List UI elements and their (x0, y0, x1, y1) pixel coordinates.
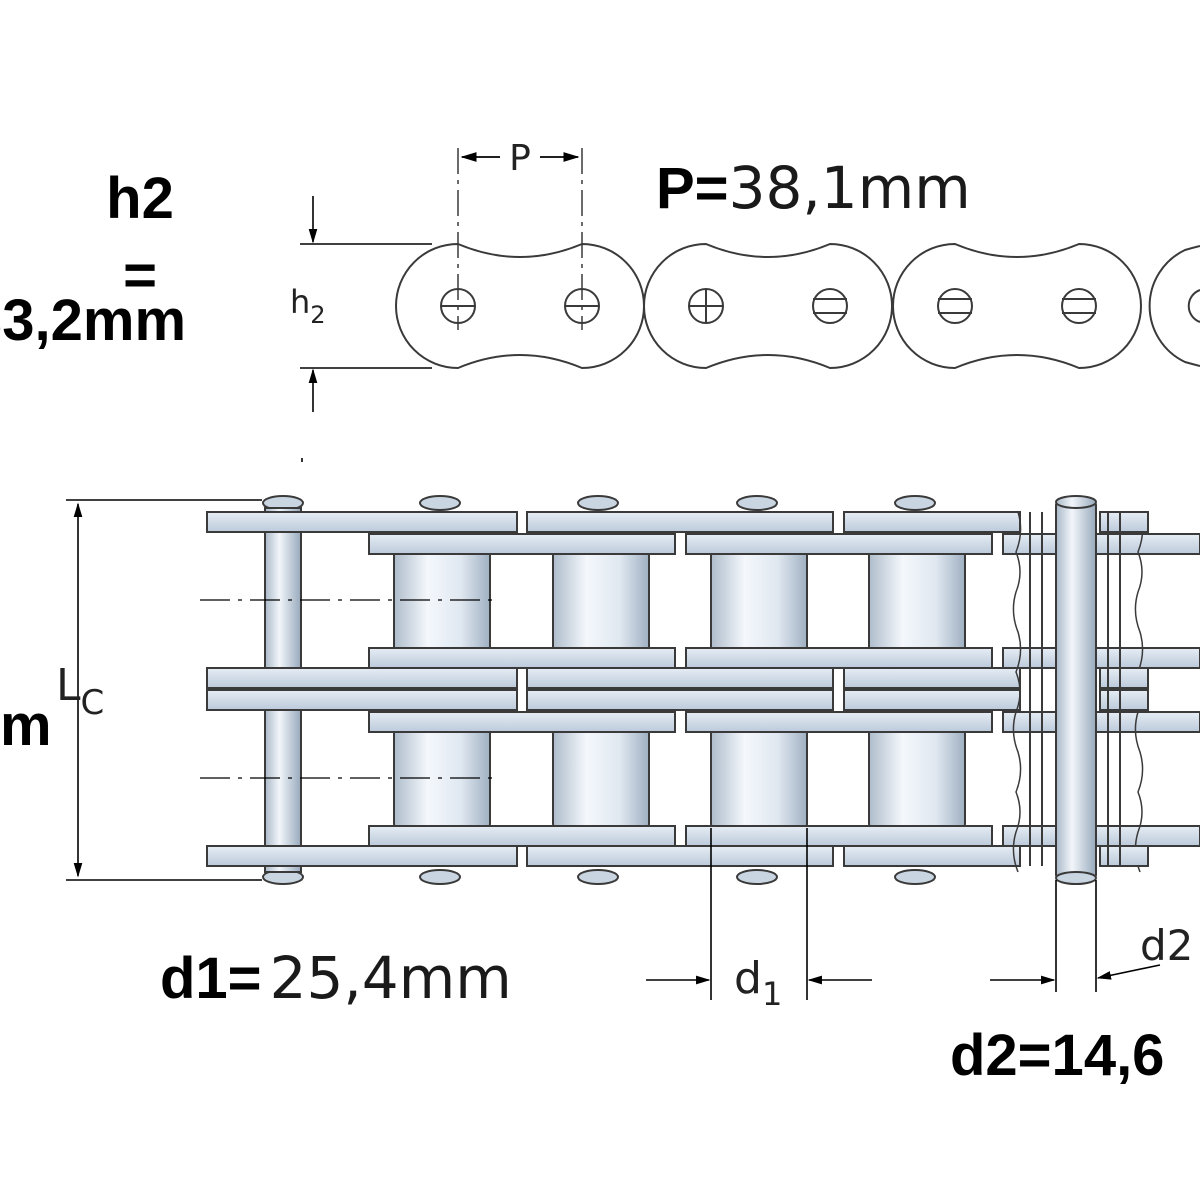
pin-holes (440, 288, 1200, 324)
h2-title: h2 (106, 166, 174, 231)
inner-link-plate (643, 242, 893, 370)
connecting-pin (1055, 495, 1097, 885)
frame-lines (1029, 512, 1121, 866)
rollers-upper (393, 549, 966, 653)
chain-plan-view (206, 495, 1200, 885)
lc-fragment: m (0, 693, 52, 758)
chain-side-view (395, 148, 1200, 370)
right-plates (1099, 511, 1149, 867)
roller-diameter-label: d1 (734, 953, 782, 1013)
outer-link-plate (395, 242, 645, 370)
outer-plates (206, 511, 1021, 867)
inner-plates (368, 533, 1200, 847)
pin-diameter-label: d2 (1140, 921, 1193, 970)
inner-link-plate (1148, 245, 1200, 367)
p-value: P=38,1mm (656, 154, 971, 222)
pitch-label: P (509, 138, 531, 179)
pin-heads-top (262, 495, 936, 511)
rollers-lower (393, 727, 966, 829)
pin-heads-bottom (262, 869, 936, 885)
width-label: LC (56, 660, 104, 723)
d2-value: d2=14,6 (950, 1023, 1164, 1088)
height-label: h2 (290, 283, 326, 329)
outer-link-plate (892, 242, 1142, 370)
d1-value: d1=25,4mm (160, 944, 512, 1012)
h2-value: 33,2mm (0, 288, 186, 353)
height-dimension (300, 196, 432, 462)
roller-diameter-dimension (646, 828, 872, 1000)
strand-center-lines (200, 599, 500, 779)
h2-equals: = (123, 243, 157, 308)
width-dimension (66, 499, 262, 881)
pin-diameter-dimension (990, 880, 1161, 992)
